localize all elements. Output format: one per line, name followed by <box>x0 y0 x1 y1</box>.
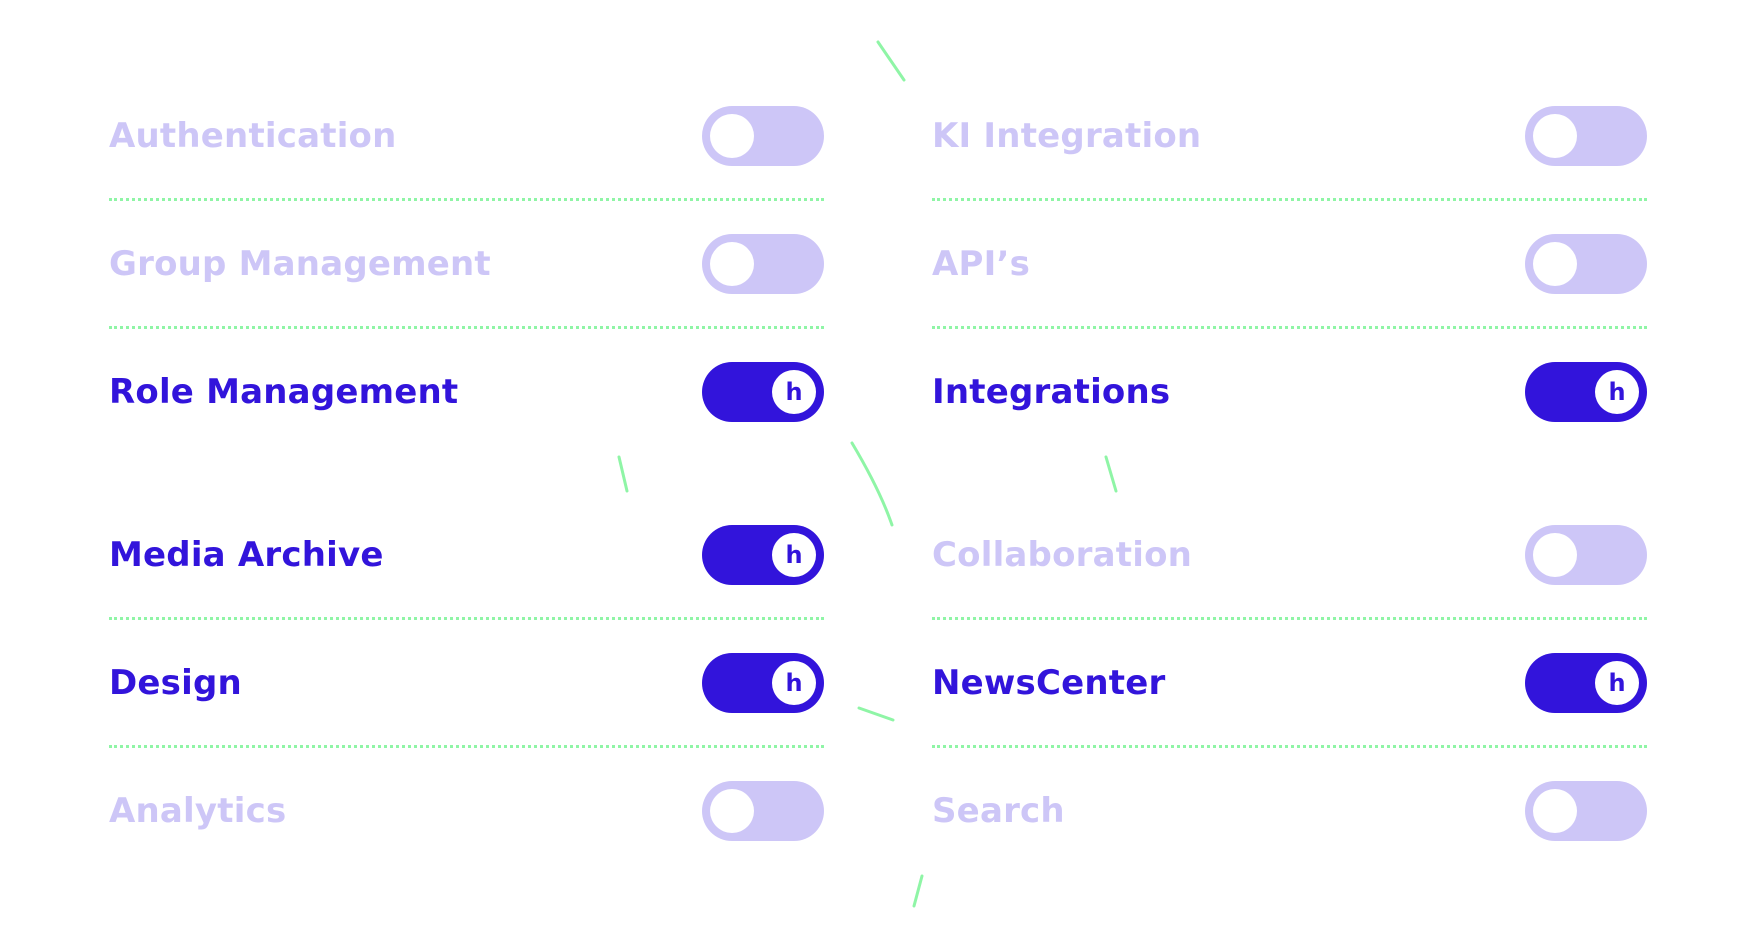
feature-row-role-management: Role Management h <box>109 362 824 422</box>
feature-row-apis: API’s <box>932 234 1647 294</box>
feature-label: Integrations <box>932 372 1171 412</box>
toggle-switch-group-management[interactable] <box>702 234 824 294</box>
feature-label: NewsCenter <box>932 663 1166 703</box>
row-divider <box>932 745 1647 748</box>
toggle-switch-newscenter[interactable]: h <box>1525 653 1647 713</box>
toggle-switch-authentication[interactable] <box>702 106 824 166</box>
feature-label: API’s <box>932 244 1031 284</box>
feature-row-authentication: Authentication <box>109 106 824 166</box>
feature-label: KI Integration <box>932 116 1202 156</box>
toggle-knob: h <box>772 533 816 577</box>
row-divider <box>109 198 824 201</box>
feature-row-integrations: Integrations h <box>932 362 1647 422</box>
toggle-switch-search[interactable] <box>1525 781 1647 841</box>
toggle-knob: h <box>1595 661 1639 705</box>
decorative-stroke <box>617 455 629 493</box>
decorative-stroke <box>857 706 895 722</box>
toggle-switch-apis[interactable] <box>1525 234 1647 294</box>
feature-row-ki-integration: KI Integration <box>932 106 1647 166</box>
feature-row-collaboration: Collaboration <box>932 525 1647 585</box>
feature-label: Authentication <box>109 116 397 156</box>
feature-label: Search <box>932 791 1065 831</box>
decorative-stroke <box>850 441 894 527</box>
feature-row-design: Design h <box>109 653 824 713</box>
feature-label: Collaboration <box>932 535 1193 575</box>
toggle-knob <box>1533 789 1577 833</box>
toggle-switch-integrations[interactable]: h <box>1525 362 1647 422</box>
row-divider <box>932 326 1647 329</box>
decorative-stroke <box>1104 455 1118 493</box>
decorative-stroke <box>912 874 924 908</box>
toggle-knob: h <box>772 370 816 414</box>
row-divider <box>932 198 1647 201</box>
toggle-switch-analytics[interactable] <box>702 781 824 841</box>
toggle-switch-collaboration[interactable] <box>1525 525 1647 585</box>
row-divider <box>932 617 1647 620</box>
toggle-knob <box>710 114 754 158</box>
toggle-knob <box>1533 114 1577 158</box>
feature-label: Group Management <box>109 244 491 284</box>
feature-row-group-management: Group Management <box>109 234 824 294</box>
feature-label: Media Archive <box>109 535 384 575</box>
toggle-knob <box>710 242 754 286</box>
toggle-switch-design[interactable]: h <box>702 653 824 713</box>
toggle-switch-ki-integration[interactable] <box>1525 106 1647 166</box>
feature-label: Design <box>109 663 242 703</box>
feature-row-newscenter: NewsCenter h <box>932 653 1647 713</box>
row-divider <box>109 326 824 329</box>
row-divider <box>109 745 824 748</box>
feature-row-analytics: Analytics <box>109 781 824 841</box>
toggle-switch-media-archive[interactable]: h <box>702 525 824 585</box>
toggle-knob <box>710 789 754 833</box>
decorative-stroke <box>876 40 906 82</box>
toggle-knob <box>1533 533 1577 577</box>
feature-row-media-archive: Media Archive h <box>109 525 824 585</box>
toggle-switch-role-management[interactable]: h <box>702 362 824 422</box>
toggle-knob <box>1533 242 1577 286</box>
toggle-knob: h <box>772 661 816 705</box>
toggle-knob: h <box>1595 370 1639 414</box>
feature-row-search: Search <box>932 781 1647 841</box>
feature-label: Role Management <box>109 372 459 412</box>
feature-label: Analytics <box>109 791 287 831</box>
row-divider <box>109 617 824 620</box>
